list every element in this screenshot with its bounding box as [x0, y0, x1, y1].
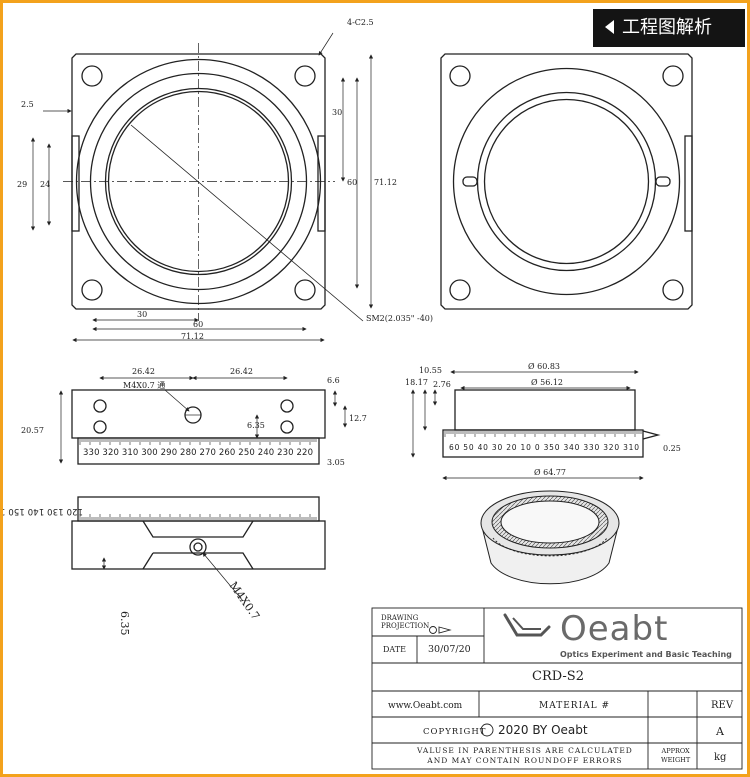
- dim-26-42-b: 26.42: [230, 367, 253, 376]
- date-value: 30/07/20: [428, 644, 471, 655]
- dim-3-05: 3.05: [327, 458, 345, 467]
- dim-20-57: 20.57: [21, 426, 44, 435]
- side-view-dimensions: [58, 375, 348, 464]
- dim-60-h: 60: [193, 320, 203, 329]
- oeabt-logo: [503, 613, 551, 637]
- rev-value: A: [716, 725, 724, 738]
- date-label: DATE: [383, 645, 406, 654]
- dim-2-5: 2.5: [21, 100, 34, 109]
- front-view: [63, 43, 364, 322]
- dim-0-25: 0.25: [663, 444, 681, 453]
- front-view-dimensions: [30, 32, 374, 343]
- banner[interactable]: 工程图解析: [593, 9, 745, 47]
- dim-30-h: 30: [137, 310, 147, 319]
- side-view: [71, 389, 326, 465]
- dim-6-6: 6.6: [327, 376, 340, 385]
- ring-labels: Ø 60.83 Ø 56.12 Ø 64.77 18.17 10.55 2.76…: [405, 362, 681, 477]
- dim-29: 29: [17, 180, 27, 189]
- thread-label: SM2(2.035" -40): [366, 314, 433, 323]
- copyright-text: 2020 BY Oeabt: [498, 723, 588, 737]
- side-scale-label: 330 320 310 300 290 280 270 260 250 240 …: [83, 448, 313, 458]
- dim-d64-77: Ø 64.77: [534, 468, 566, 477]
- side-view-scale: 330 320 310 300 290 280 270 260 250 240 …: [79, 439, 317, 458]
- dim-18-17: 18.17: [405, 378, 428, 387]
- front-view-labels: 4-C2.5 2.5 29 24 30 60 71.12 30 60 71.12…: [17, 18, 433, 341]
- back-arrow-icon: [605, 19, 614, 34]
- dim-2-76: 2.76: [433, 380, 451, 389]
- bottom-dimensions: [101, 552, 244, 602]
- part-number: CRD-S2: [532, 669, 584, 684]
- ring-isometric: [480, 490, 620, 585]
- dim-24: 24: [40, 180, 50, 189]
- tap-label: M4X0.7 通: [123, 380, 165, 390]
- material-label: MATERIAL #: [539, 701, 611, 711]
- dim-71-v: 71.12: [374, 178, 397, 187]
- logo-text: Oeabt: [560, 609, 669, 649]
- ring-scale-label: 60 50 40 30 20 10 0 350 340 330 320 310: [449, 443, 639, 452]
- copyright-label: COPYRIGHT: [423, 727, 487, 737]
- dim-d60-83: Ø 60.83: [528, 362, 560, 371]
- chamfer-label: 4-C2.5: [347, 18, 374, 27]
- weight-unit: kg: [714, 752, 727, 763]
- website: www.Oeabt.com: [388, 701, 463, 711]
- ring-scale: 60 50 40 30 20 10 0 350 340 330 320 310: [444, 431, 642, 452]
- bottom-scale-label: 120 130 140 150 160 170 180 190 200 210 …: [3, 506, 83, 516]
- drawing-projection-label: DRAWING PROJECTION: [381, 614, 430, 630]
- dim-30-v: 30: [332, 108, 342, 117]
- title-block: [371, 607, 743, 770]
- rev-label: REV: [711, 700, 734, 711]
- engineering-drawing: 4-C2.5 2.5 29 24 30 60 71.12 30 60 71.12…: [3, 18, 743, 770]
- bottom-view: [71, 496, 326, 570]
- approx-weight-label: APPROX WEIGHT: [661, 747, 691, 764]
- side-view-labels: 26.42 26.42 M4X0.7 通 20.57 6.6 12.7 6.35…: [21, 367, 367, 467]
- back-view: [440, 53, 693, 310]
- parenthesis-note: VALUSE IN PARENTHESIS ARE CALCULATED AND…: [417, 746, 633, 765]
- dim-6-35-side: 6.35: [247, 421, 265, 430]
- dim-12-7: 12.7: [349, 414, 367, 423]
- ring-dimensions: [410, 369, 644, 481]
- bottom-scale: 120 130 140 150 160 170 180 190 200 210 …: [3, 506, 317, 520]
- dim-6-35-bottom: 6.35: [118, 611, 131, 636]
- dim-10-55: 10.55: [419, 366, 442, 375]
- bottom-labels: 6.35 M4X0.7: [118, 579, 262, 635]
- dim-60-v: 60: [347, 178, 357, 187]
- dim-71-h: 71.12: [181, 332, 204, 341]
- drawing-frame: 4-C2.5 2.5 29 24 30 60 71.12 30 60 71.12…: [3, 3, 747, 774]
- banner-title: 工程图解析: [622, 17, 712, 38]
- dim-26-42-a: 26.42: [132, 367, 155, 376]
- dim-d56-12: Ø 56.12: [531, 378, 563, 387]
- logo-tagline: Optics Experiment and Basic Teaching: [560, 650, 732, 659]
- bottom-tap-label: M4X0.7: [227, 579, 263, 622]
